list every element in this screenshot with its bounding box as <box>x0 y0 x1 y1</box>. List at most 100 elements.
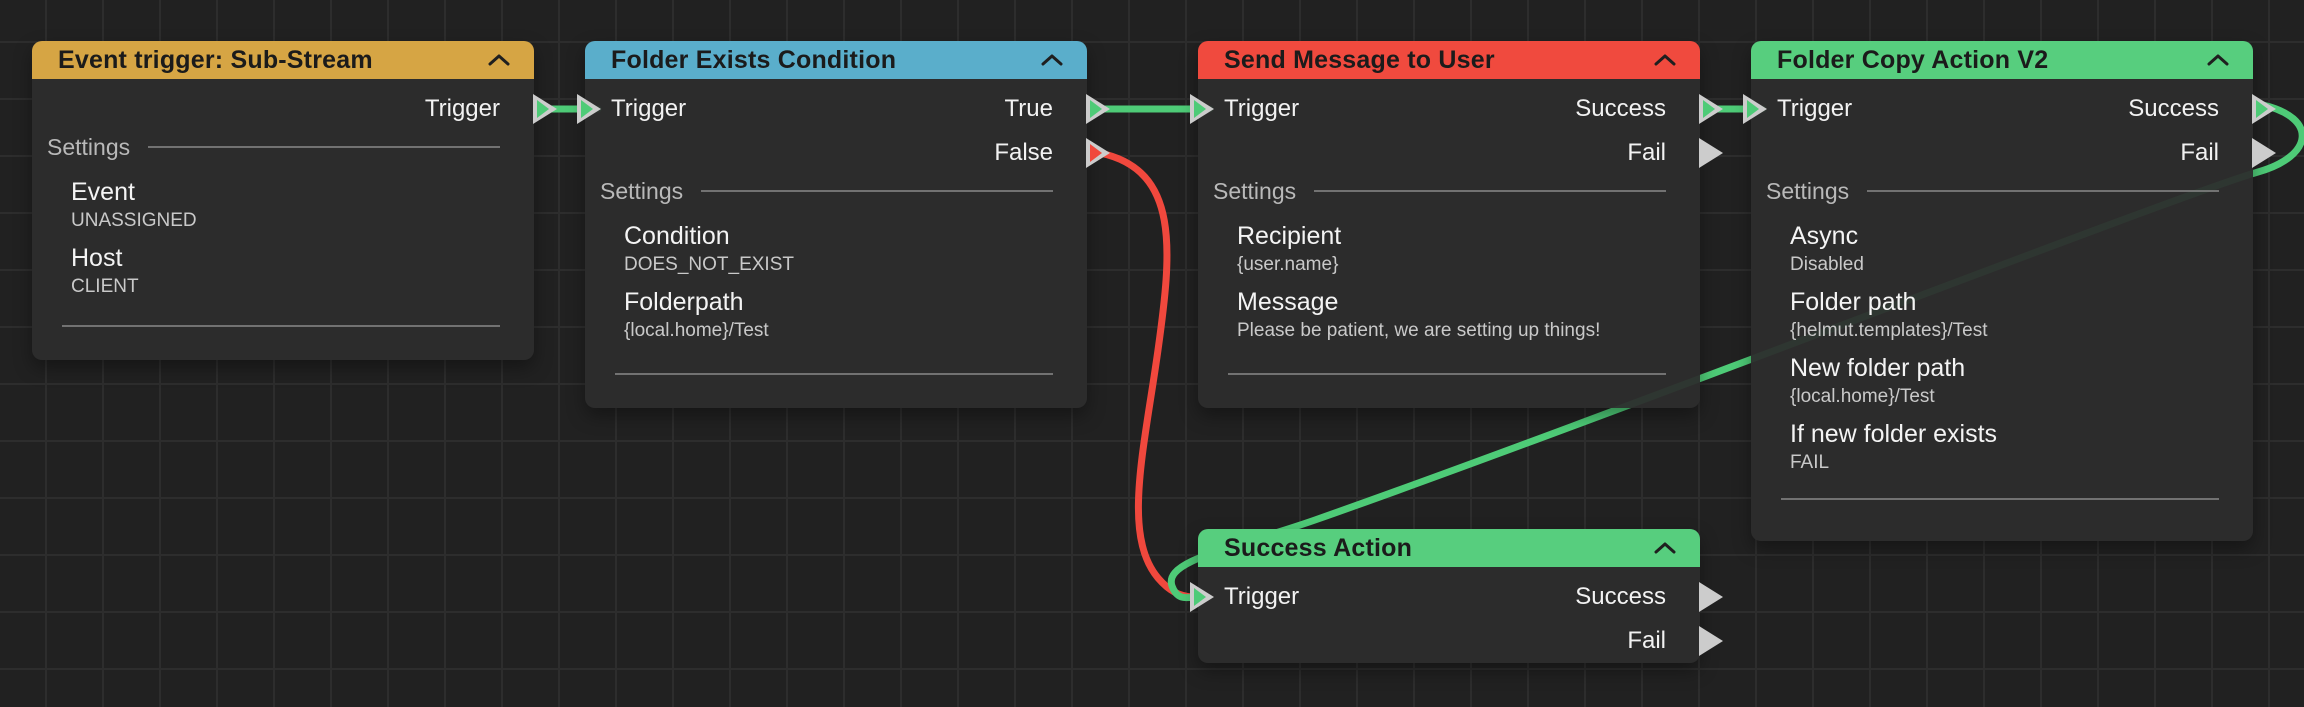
chevron-up-icon[interactable] <box>1654 54 1676 66</box>
settings-section: Settings Async Disabled Folder path {hel… <box>1751 177 2253 475</box>
setting-label: Folderpath <box>624 288 744 316</box>
settings-divider <box>1314 190 1666 192</box>
chevron-up-icon[interactable] <box>1654 542 1676 554</box>
setting-item[interactable]: Recipient {user.name} <box>1237 221 1666 277</box>
output-port-true[interactable] <box>1086 94 1110 124</box>
node-send-message-to-user[interactable]: Send Message to User Trigger Success Fai… <box>1190 41 1723 408</box>
setting-item[interactable]: Condition DOES_NOT_EXIST <box>624 221 1053 277</box>
settings-label: Settings <box>47 134 131 160</box>
port-row: Fail <box>1198 131 1723 175</box>
setting-value: DOES_NOT_EXIST <box>624 254 794 275</box>
settings-section: Settings Event UNASSIGNED Host CLIENT <box>32 133 534 299</box>
setting-label: Condition <box>624 222 730 250</box>
input-port-label: Trigger <box>1777 95 1853 122</box>
setting-label: New folder path <box>1790 354 1966 382</box>
node-event-trigger[interactable]: Event trigger: Sub-Stream Trigger Settin… <box>32 41 557 360</box>
port-rows: Trigger True False <box>577 79 1110 175</box>
input-port-trigger[interactable] <box>577 94 601 124</box>
node-bottom-divider <box>1781 498 2219 500</box>
port-row: Trigger True <box>577 87 1110 131</box>
output-port-fail[interactable] <box>1699 138 1723 168</box>
setting-value: {local.home}/Test <box>1790 386 1935 407</box>
input-port-trigger[interactable] <box>1743 94 1767 124</box>
setting-value: Please be patient, we are setting up thi… <box>1237 320 1601 341</box>
chevron-up-icon[interactable] <box>488 54 510 66</box>
node-header[interactable]: Folder Exists Condition <box>585 41 1087 79</box>
port-row: Fail <box>1751 131 2276 175</box>
output-port-label: Success <box>1575 583 1666 610</box>
node-bottom-divider <box>62 325 500 327</box>
settings-label: Settings <box>600 178 684 204</box>
node-header[interactable]: Success Action <box>1198 529 1700 567</box>
setting-value: {local.home}/Test <box>624 320 769 341</box>
node-title: Send Message to User <box>1224 45 1495 74</box>
output-port-label: False <box>994 139 1053 166</box>
wire-false-to-success-action[interactable] <box>1096 149 1196 601</box>
settings-label: Settings <box>1213 178 1297 204</box>
node-bottom-divider <box>615 373 1053 375</box>
node-header[interactable]: Folder Copy Action V2 <box>1751 41 2253 79</box>
port-rows: Trigger Success Fail <box>1743 79 2276 175</box>
node-folder-exists-condition[interactable]: Folder Exists Condition Trigger True Fal… <box>577 41 1110 408</box>
setting-item[interactable]: Folder path {helmut.templates}/Test <box>1790 287 2219 343</box>
port-rows: Trigger Success Fail <box>1190 567 1723 663</box>
chevron-up-icon[interactable] <box>2207 54 2229 66</box>
input-port-trigger[interactable] <box>1190 582 1214 612</box>
port-rows: Trigger Success Fail <box>1190 79 1723 175</box>
port-rows: Trigger <box>32 79 557 131</box>
output-port-fail[interactable] <box>1699 626 1723 656</box>
output-port-false[interactable] <box>1086 138 1110 168</box>
setting-label: Folder path <box>1790 288 1917 316</box>
output-port-label: Trigger <box>424 95 500 122</box>
setting-item[interactable]: Async Disabled <box>1790 221 2219 277</box>
setting-item[interactable]: Message Please be patient, we are settin… <box>1237 287 1666 343</box>
node-header[interactable]: Event trigger: Sub-Stream <box>32 41 534 79</box>
settings-divider <box>1867 190 2219 192</box>
node-bottom-divider <box>1228 373 1666 375</box>
output-port-fail[interactable] <box>2252 138 2276 168</box>
node-folder-copy-action-v2[interactable]: Folder Copy Action V2 Trigger Success Fa… <box>1743 41 2276 541</box>
output-port-success[interactable] <box>1699 94 1723 124</box>
node-title: Success Action <box>1224 533 1413 562</box>
setting-item[interactable]: Folderpath {local.home}/Test <box>624 287 1053 343</box>
node-title: Event trigger: Sub-Stream <box>58 45 373 74</box>
setting-label: If new folder exists <box>1790 420 1998 448</box>
output-port-trigger[interactable] <box>533 94 557 124</box>
setting-value: {user.name} <box>1237 254 1339 275</box>
output-port-label: Success <box>2128 95 2219 122</box>
output-port-success[interactable] <box>2252 94 2276 124</box>
setting-value: {helmut.templates}/Test <box>1790 320 1988 341</box>
settings-section: Settings Condition DOES_NOT_EXIST Folder… <box>585 177 1087 343</box>
setting-item[interactable]: If new folder exists FAIL <box>1790 419 2219 475</box>
setting-label: Message <box>1237 288 1339 316</box>
setting-label: Host <box>71 244 123 272</box>
chevron-up-icon[interactable] <box>1041 54 1063 66</box>
settings-label: Settings <box>1766 178 1850 204</box>
port-row: Trigger Success <box>1190 575 1723 619</box>
setting-value: FAIL <box>1790 452 1830 473</box>
output-port-label: Fail <box>1627 627 1666 654</box>
input-port-label: Trigger <box>611 95 687 122</box>
setting-value: Disabled <box>1790 254 1864 275</box>
output-port-label: Success <box>1575 95 1666 122</box>
input-port-trigger[interactable] <box>1190 94 1214 124</box>
setting-value: UNASSIGNED <box>71 210 197 231</box>
node-success-action[interactable]: Success Action Trigger Success Fail <box>1190 529 1723 663</box>
setting-label: Recipient <box>1237 222 1342 250</box>
settings-section: Settings Recipient {user.name} Message P… <box>1198 177 1700 343</box>
output-port-label: Fail <box>1627 139 1666 166</box>
settings-divider <box>701 190 1053 192</box>
port-row: Trigger Success <box>1190 87 1723 131</box>
input-port-label: Trigger <box>1224 583 1300 610</box>
node-header[interactable]: Send Message to User <box>1198 41 1700 79</box>
port-row: Trigger <box>32 87 557 131</box>
setting-label: Event <box>71 178 135 206</box>
settings-divider <box>148 146 500 148</box>
setting-item[interactable]: New folder path {local.home}/Test <box>1790 353 2219 409</box>
output-port-success[interactable] <box>1699 582 1723 612</box>
port-row: False <box>585 131 1110 175</box>
port-row: Trigger Success <box>1743 87 2276 131</box>
setting-item[interactable]: Host CLIENT <box>71 243 500 299</box>
setting-item[interactable]: Event UNASSIGNED <box>71 177 500 233</box>
setting-value: CLIENT <box>71 276 139 297</box>
